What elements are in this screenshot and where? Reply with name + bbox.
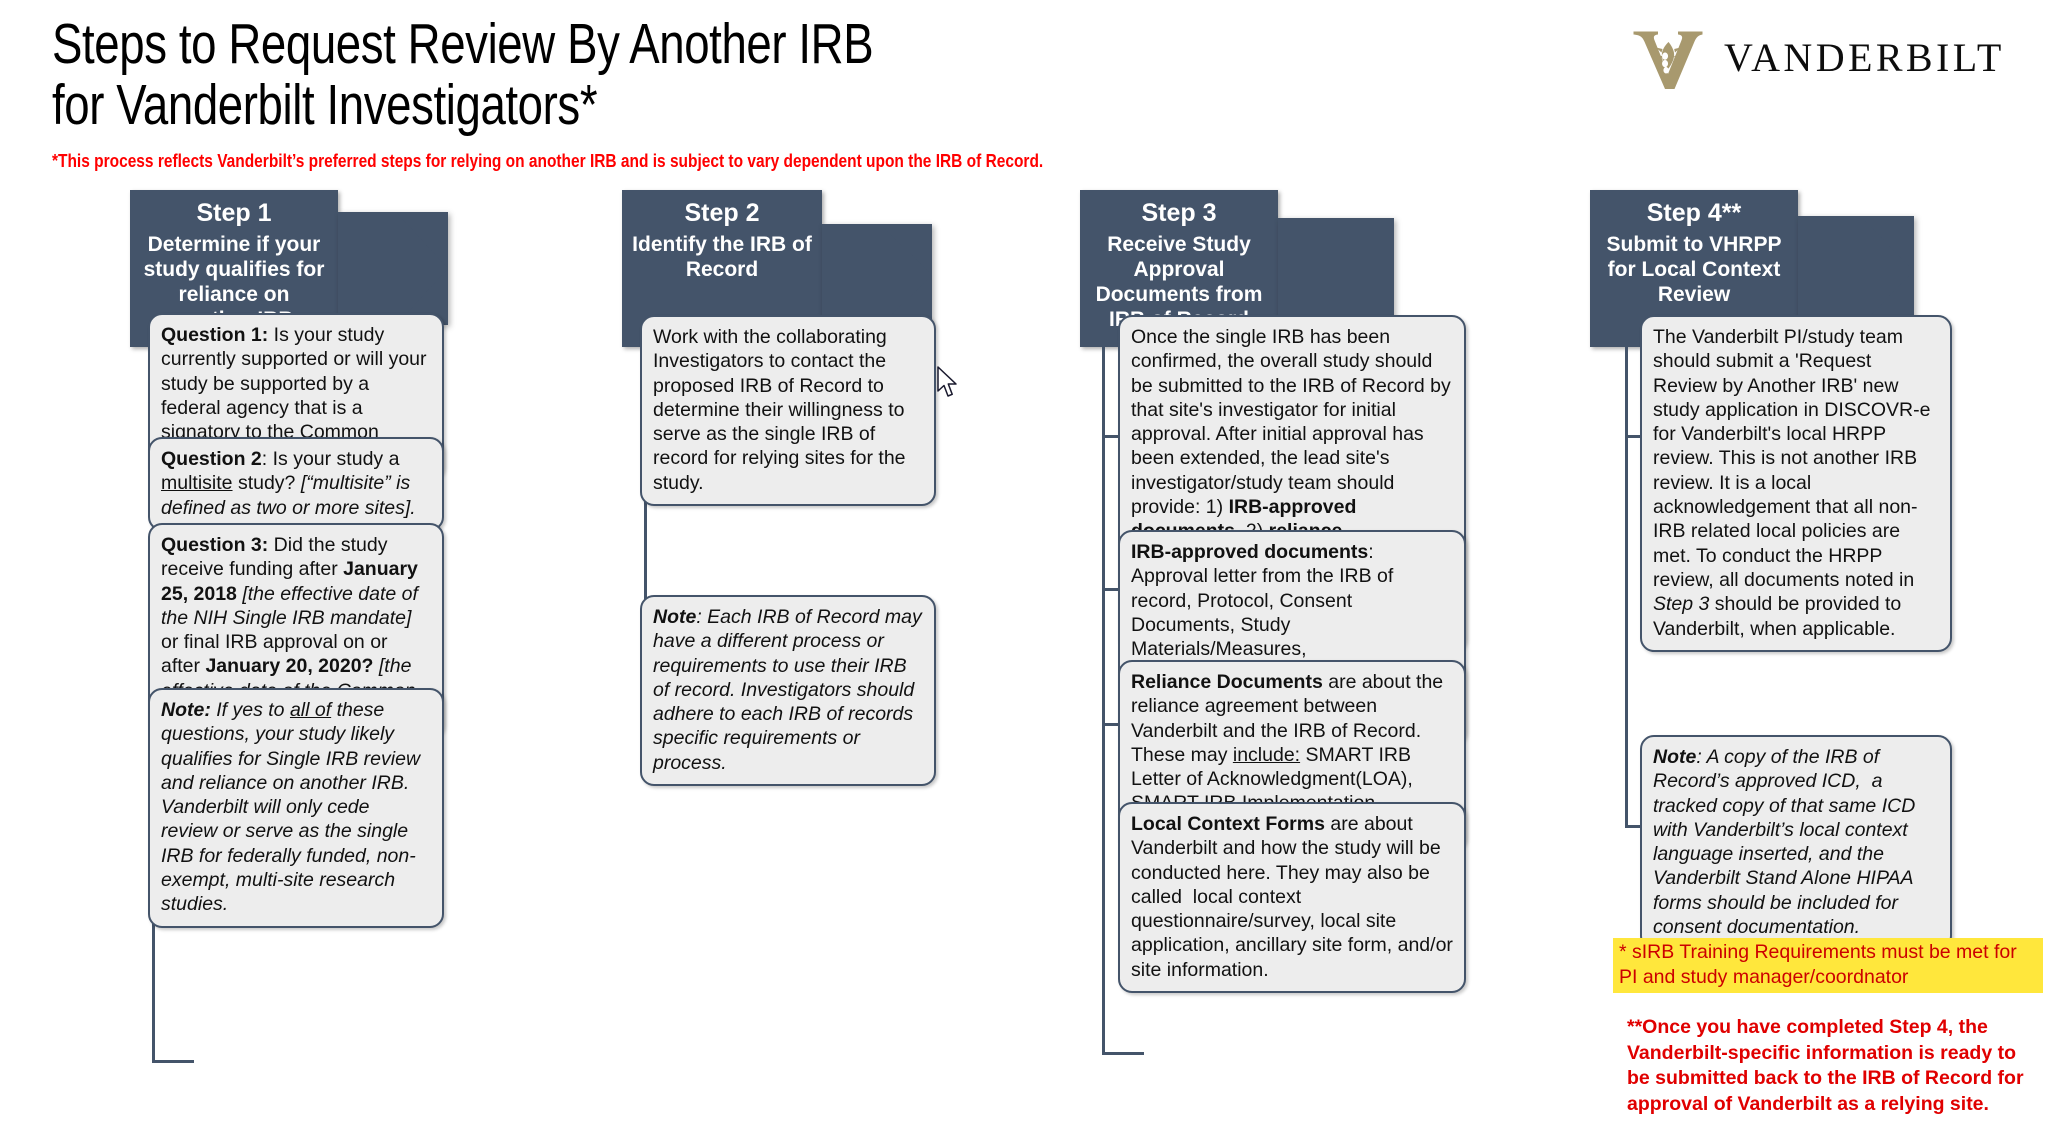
step-3-connector-trunk (1102, 347, 1105, 1052)
step-2-note-box: Note: Each IRB of Record may have a diff… (640, 595, 936, 787)
step-4-arrow-icon (1798, 216, 1914, 326)
step-4-label: Step 4** (1646, 199, 1742, 227)
step-4-connector-trunk (1625, 347, 1628, 825)
sirb-training-highlight: * sIRB Training Requirements must be met… (1613, 938, 2043, 993)
local-context-forms-box: Local Context Forms are about Vanderbilt… (1118, 802, 1466, 994)
mouse-pointer-icon (937, 366, 957, 397)
page-header: Steps to Request Review By Another IRB f… (0, 0, 2047, 175)
step-4-description: Submit to VHRPP for Local Context Review (1606, 233, 1782, 306)
step-1-arrow-icon (338, 212, 448, 325)
logo-wordmark: VANDERBILT (1724, 35, 2005, 80)
step-1-branch-4 (152, 1060, 194, 1063)
step-4-submit-box: The Vanderbilt PI/study team should subm… (1640, 315, 1952, 652)
step-1-label: Step 1 (196, 199, 272, 227)
vanderbilt-oak-leaf-v-icon (1633, 31, 1703, 89)
step-4-note-box: Note: A copy of the IRB of Record’s appr… (1640, 735, 1952, 951)
title-footnote: *This process reflects Vanderbilt’s pref… (52, 151, 1044, 171)
step-3-arrow-icon (1278, 218, 1394, 325)
step-3-label: Step 3 (1141, 199, 1217, 227)
step-2-connector-trunk (644, 347, 647, 685)
step-4-footnote: **Once you have completed Step 4, the Va… (1627, 1016, 2024, 1115)
step-2-description: Identify the IRB of Record (632, 233, 812, 281)
step-2-work-with-box: Work with the collaborating Investigator… (640, 315, 936, 507)
step-2-label: Step 2 (684, 199, 760, 227)
step-3-branch-4 (1102, 1052, 1144, 1055)
vanderbilt-logo: VANDERBILT (1632, 28, 2001, 90)
step-2-arrow-icon (822, 224, 932, 326)
page-title: Steps to Request Review By Another IRB f… (52, 12, 874, 137)
step-1-note-box: Note: If yes to all of these questions, … (148, 688, 444, 928)
question-2-box: Question 2: Is your study a multisite st… (148, 437, 444, 531)
